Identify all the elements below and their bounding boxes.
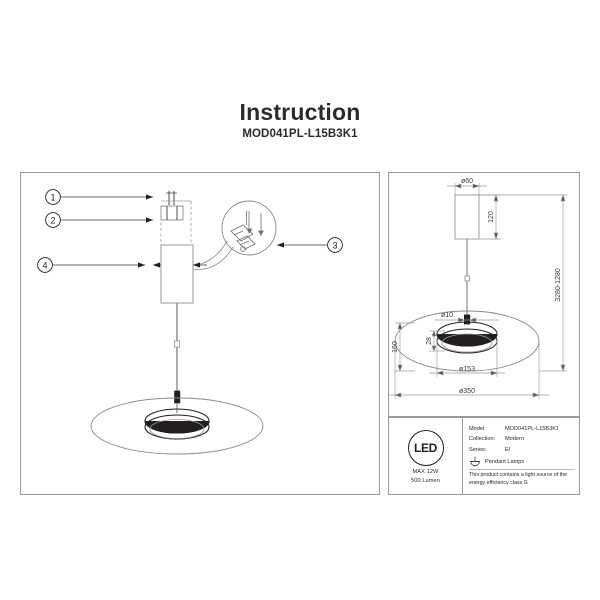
document-header: Instruction MOD041PL-L15B3K1	[0, 100, 600, 140]
assembly-drawing: 1 2 4 3	[37, 189, 343, 455]
dim-canopy-diameter: ø60	[461, 178, 473, 185]
dimension-drawing: ø60 120 3280-1280 ø10 160 28 ø153 ø350	[389, 178, 567, 399]
callout-2: 2	[45, 212, 153, 228]
product-type-label: Pendant Lamps	[485, 459, 525, 466]
spec-value-model: MOD041PL-L15B3K1	[505, 426, 560, 432]
page-title: Instruction	[239, 99, 361, 125]
spec-label-model: Model:	[469, 426, 486, 432]
info-divider	[469, 469, 574, 470]
led-lumen: 500 Lumen	[411, 478, 440, 484]
spec-value-collection: Modern	[505, 436, 524, 443]
svg-text:4: 4	[42, 260, 47, 270]
page-model-code: MOD041PL-L15B3K1	[242, 128, 358, 141]
pendant-lamp-icon	[470, 456, 480, 467]
spec-value-series: El	[505, 446, 510, 453]
spec-row-model: Model: MOD041PL-L15B3K1	[469, 424, 574, 434]
svg-text:1: 1	[50, 192, 55, 202]
energy-class-note: This product contains a light source of …	[469, 472, 568, 487]
callout-3: 3	[277, 237, 343, 253]
dim-total-drop: 3280-1280	[555, 268, 562, 302]
dim-inner-depth: 28	[426, 337, 433, 345]
assembly-panel: 1 2 4 3	[20, 172, 380, 495]
led-icon: LED	[407, 430, 444, 466]
product-type-row: Pendant Lamps	[469, 456, 574, 468]
dimension-panel: ø60 120 3280-1280 ø10 160 28 ø153 ø350	[388, 172, 580, 417]
product-info-panel: LED MAX 12W 500 Lumen Model: MOD041PL-L1…	[388, 417, 580, 495]
dim-outer-diameter: ø350	[459, 388, 475, 395]
dim-inner-diameter: ø153	[459, 366, 475, 373]
dim-rod-diameter: ø10	[441, 312, 453, 319]
spec-label-collection: Collection:	[469, 436, 496, 443]
led-max-wattage: MAX 12W	[412, 469, 439, 475]
callout-1: 1	[45, 189, 153, 205]
svg-text:2: 2	[50, 215, 55, 225]
callout-4: 4	[37, 257, 207, 273]
led-badge-block: LED MAX 12W 500 Lumen	[389, 418, 463, 494]
spec-label-series: Series:	[469, 446, 487, 453]
dim-canopy-height: 120	[488, 211, 495, 223]
dim-shade-height: 160	[392, 341, 399, 353]
product-spec-block: Model: MOD041PL-L15B3K1 Collection: Mode…	[463, 418, 579, 494]
spec-row-collection: Collection: Modern	[469, 434, 574, 444]
spec-row-series: Series: El	[469, 445, 574, 455]
svg-text:3: 3	[332, 240, 337, 250]
